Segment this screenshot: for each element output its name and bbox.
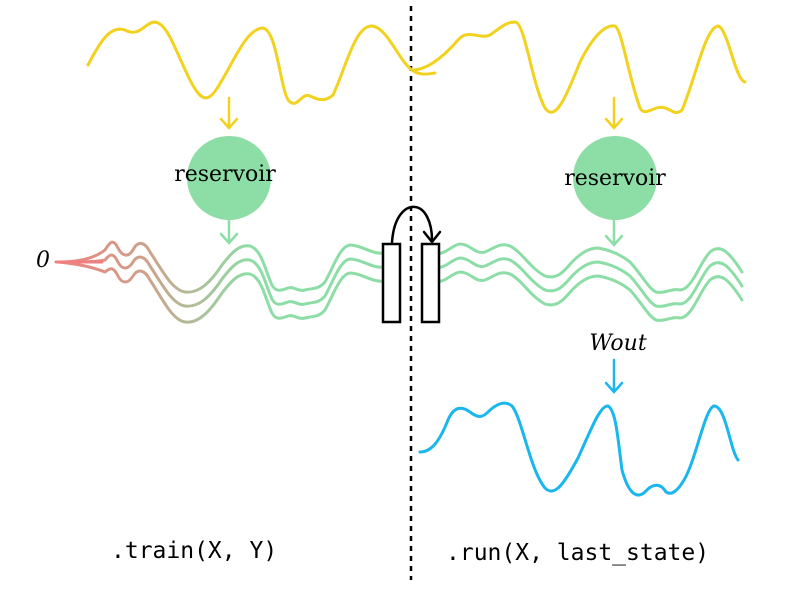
reservoir-label-left: reservoir bbox=[174, 162, 276, 187]
reservoir-label-right: reservoir bbox=[564, 166, 666, 191]
reservoir-node-right bbox=[573, 136, 657, 220]
input-signal-run bbox=[410, 20, 747, 115]
input-arrow-right bbox=[604, 96, 624, 130]
reservoir-states-train bbox=[56, 240, 387, 324]
readout-weights-label: Wout bbox=[589, 331, 647, 356]
input-arrow-left bbox=[219, 96, 239, 130]
state-transfer-arrow bbox=[390, 205, 442, 244]
state-arrow-left bbox=[219, 218, 239, 245]
reservoir-states-run bbox=[434, 242, 744, 322]
run-method-caption: .run(X, last_state) bbox=[446, 540, 709, 566]
last-state-box-run bbox=[420, 242, 441, 324]
readout-arrow bbox=[604, 358, 624, 394]
initial-state-label: 0 bbox=[36, 248, 50, 273]
reservoir-node-left bbox=[187, 136, 271, 220]
state-arrow-right bbox=[604, 218, 624, 247]
readout-output-signal bbox=[418, 401, 740, 497]
train-method-caption: .train(X, Y) bbox=[111, 538, 277, 564]
input-signal-train bbox=[86, 20, 437, 105]
last-state-box-train bbox=[381, 242, 402, 324]
